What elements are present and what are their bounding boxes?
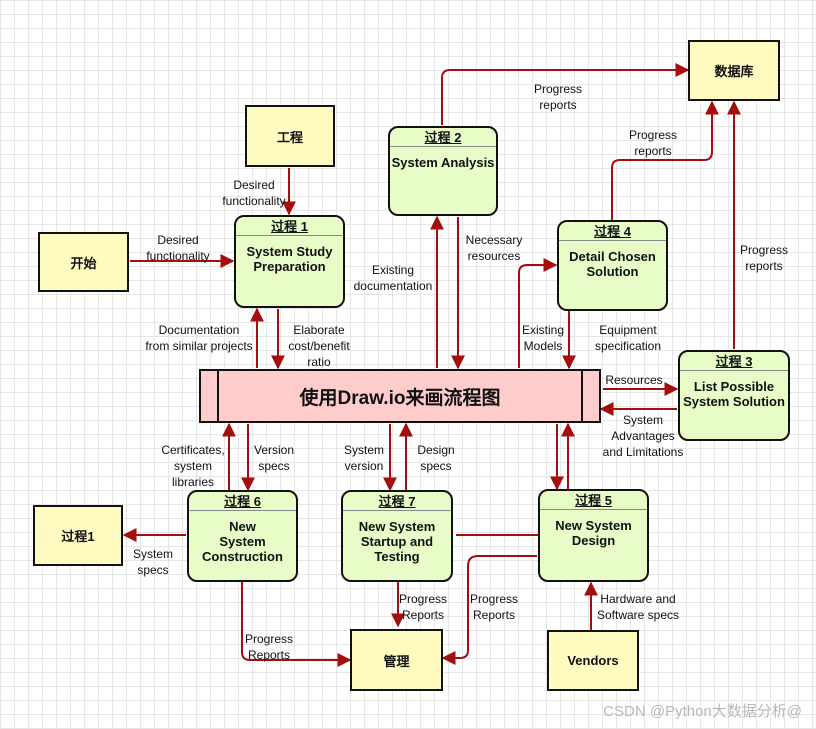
- data-store-left-bar: [201, 371, 219, 421]
- external-database[interactable]: 数据库: [688, 40, 780, 101]
- process-5-title: 过程 5: [540, 491, 647, 510]
- external-vendors[interactable]: Vendors: [547, 630, 639, 691]
- flow-label-vendors-p5: Hardware and Software specs: [596, 592, 680, 622]
- process-4-title: 过程 4: [559, 222, 666, 241]
- external-guocheng1-label: 过程1: [61, 529, 95, 544]
- data-store[interactable]: 使用Draw.io来画流程图: [199, 369, 601, 423]
- flow-store-p4: [518, 258, 558, 368]
- process-5-body: New System Design: [555, 518, 632, 548]
- process-6-body: New System Construction: [202, 519, 283, 564]
- process-2-body: System Analysis: [391, 155, 495, 170]
- external-guanli-label: 管理: [383, 653, 410, 669]
- external-gongcheng-label: 工程: [276, 129, 303, 145]
- process-2[interactable]: 过程 2 System Analysis: [388, 126, 498, 216]
- flow-label-p6-guocheng1: System specs: [132, 547, 174, 577]
- flow-label-p6-guanli: Progress Reports: [244, 632, 294, 662]
- flow-p4-database: [611, 100, 719, 220]
- process-3[interactable]: 过程 3 List Possible System Solution: [678, 350, 790, 441]
- process-1-body: System Study Preparation: [246, 244, 333, 274]
- process-4-body: Detail Chosen Solution: [569, 249, 656, 279]
- process-7-title: 过程 7: [343, 492, 451, 511]
- external-vendors-label: Vendors: [567, 653, 619, 668]
- process-2-title: 过程 2: [390, 128, 496, 147]
- external-kaishi[interactable]: 开始: [38, 232, 129, 292]
- process-6[interactable]: 过程 6 New System Construction: [187, 490, 298, 582]
- process-7[interactable]: 过程 7 New System Startup and Testing: [341, 490, 453, 582]
- flow-label-store-p3: Resources: [605, 373, 663, 387]
- flow-p6-guanli: [241, 582, 352, 667]
- external-kaishi-label: 开始: [70, 255, 97, 271]
- flow-label-p2-database: Progress reports: [533, 82, 583, 112]
- flow-label-p7-guanli: Progress Reports: [398, 592, 448, 622]
- flow-label-p3-store: System Advantages and Limitations: [602, 413, 684, 459]
- process-1[interactable]: 过程 1 System Study Preparation: [234, 215, 345, 308]
- flow-label-p4-database: Progress reports: [628, 128, 678, 158]
- process-3-title: 过程 3: [680, 352, 788, 371]
- watermark: CSDN @Python大数据分析@: [603, 703, 802, 720]
- data-store-label: 使用Draw.io来画流程图: [299, 387, 501, 409]
- external-guocheng1[interactable]: 过程1: [33, 505, 123, 566]
- flow-label-gongcheng-p1: Desired functionality: [222, 178, 286, 208]
- flow-label-store-p1: Documentation from similar projects: [145, 323, 253, 353]
- process-5[interactable]: 过程 5 New System Design: [538, 489, 649, 582]
- flow-label-p3-database: Progress reports: [739, 243, 789, 273]
- flow-label-p4-store: Equipment specification: [594, 323, 662, 353]
- process-4[interactable]: 过程 4 Detail Chosen Solution: [557, 220, 668, 311]
- process-1-title: 过程 1: [236, 217, 343, 236]
- flow-label-kaishi-p1: Desired functionality: [146, 233, 210, 263]
- flow-p2-database: [441, 63, 690, 125]
- flow-label-p2-store: Necessary resources: [465, 233, 523, 263]
- flow-label-store-p6: Certificates, system libraries: [161, 443, 225, 489]
- flow-label-p5-guanli: Progress Reports: [469, 592, 519, 622]
- external-guanli[interactable]: 管理: [350, 629, 443, 691]
- flow-label-store-p4: Existing Models: [521, 323, 565, 353]
- flow-p5-guanli: [441, 555, 537, 665]
- process-7-body: New System Startup and Testing: [358, 519, 436, 564]
- process-6-title: 过程 6: [189, 492, 296, 511]
- process-3-body: List Possible System Solution: [683, 379, 785, 409]
- data-store-right-bar: [581, 371, 599, 421]
- flow-label-p7-store: System version: [343, 443, 385, 473]
- flow-label-p1-store: Elaborate cost/benefit ratio: [288, 323, 350, 369]
- external-database-label: 数据库: [714, 64, 754, 79]
- external-gongcheng[interactable]: 工程: [245, 105, 335, 167]
- flow-label-store-p7: Design specs: [417, 443, 455, 473]
- flow-label-p6-store: Version specs: [253, 443, 295, 473]
- flow-label-store-p2: Existing documentation: [353, 263, 433, 293]
